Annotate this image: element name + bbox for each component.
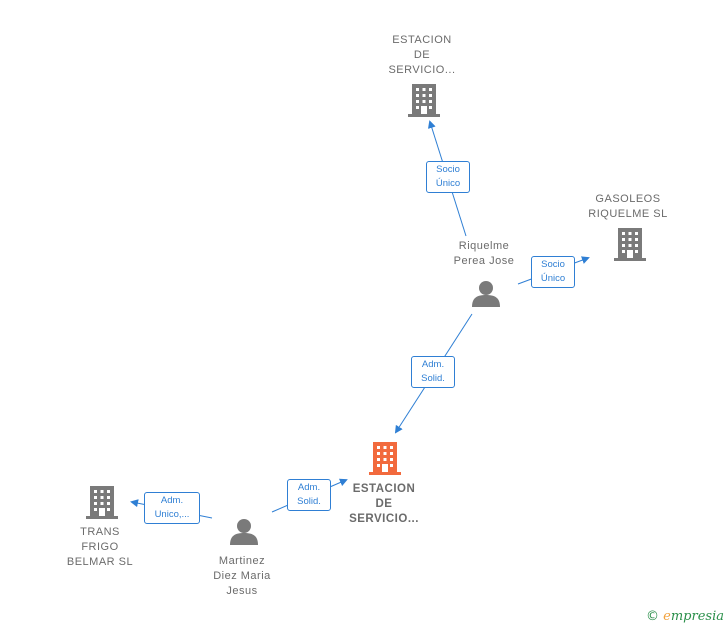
person-icon[interactable] (472, 281, 500, 307)
company-label-estacion-top[interactable]: ESTACION DE SERVICIO... (388, 34, 456, 76)
company-label-trans-frigo[interactable]: TRANS FRIGO BELMAR SL (66, 526, 134, 568)
person-label-martinez[interactable]: Martinez Diez Maria Jesus (213, 555, 271, 597)
edge-badge-socio-unico-top: Socio Único (426, 161, 470, 193)
edge-badge-socio-unico-gasoleos: Socio Único (531, 256, 575, 288)
company-label-estacion-main[interactable]: ESTACION DE SERVICIO... (349, 483, 419, 525)
edge-badge-adm-unico-trans: Adm. Unico,... (144, 492, 200, 524)
person-icon[interactable] (230, 519, 258, 545)
copyright-symbol: © (646, 609, 660, 624)
empresia-logo[interactable]: © empresia (646, 609, 724, 624)
brand-initial: e (663, 609, 671, 624)
person-label-riquelme[interactable]: Riquelme Perea Jose (453, 240, 515, 267)
building-icon[interactable] (614, 228, 646, 261)
building-icon-main[interactable] (369, 442, 401, 475)
edge-badge-adm-solid-martinez: Adm. Solid. (287, 479, 331, 511)
building-icon[interactable] (86, 486, 118, 519)
brand-name: mpresia (670, 609, 724, 624)
edge-badge-adm-solid-riquelme: Adm. Solid. (411, 356, 455, 388)
building-icon[interactable] (408, 84, 440, 117)
company-label-gasoleos[interactable]: GASOLEOS RIQUELME SL (588, 193, 668, 220)
